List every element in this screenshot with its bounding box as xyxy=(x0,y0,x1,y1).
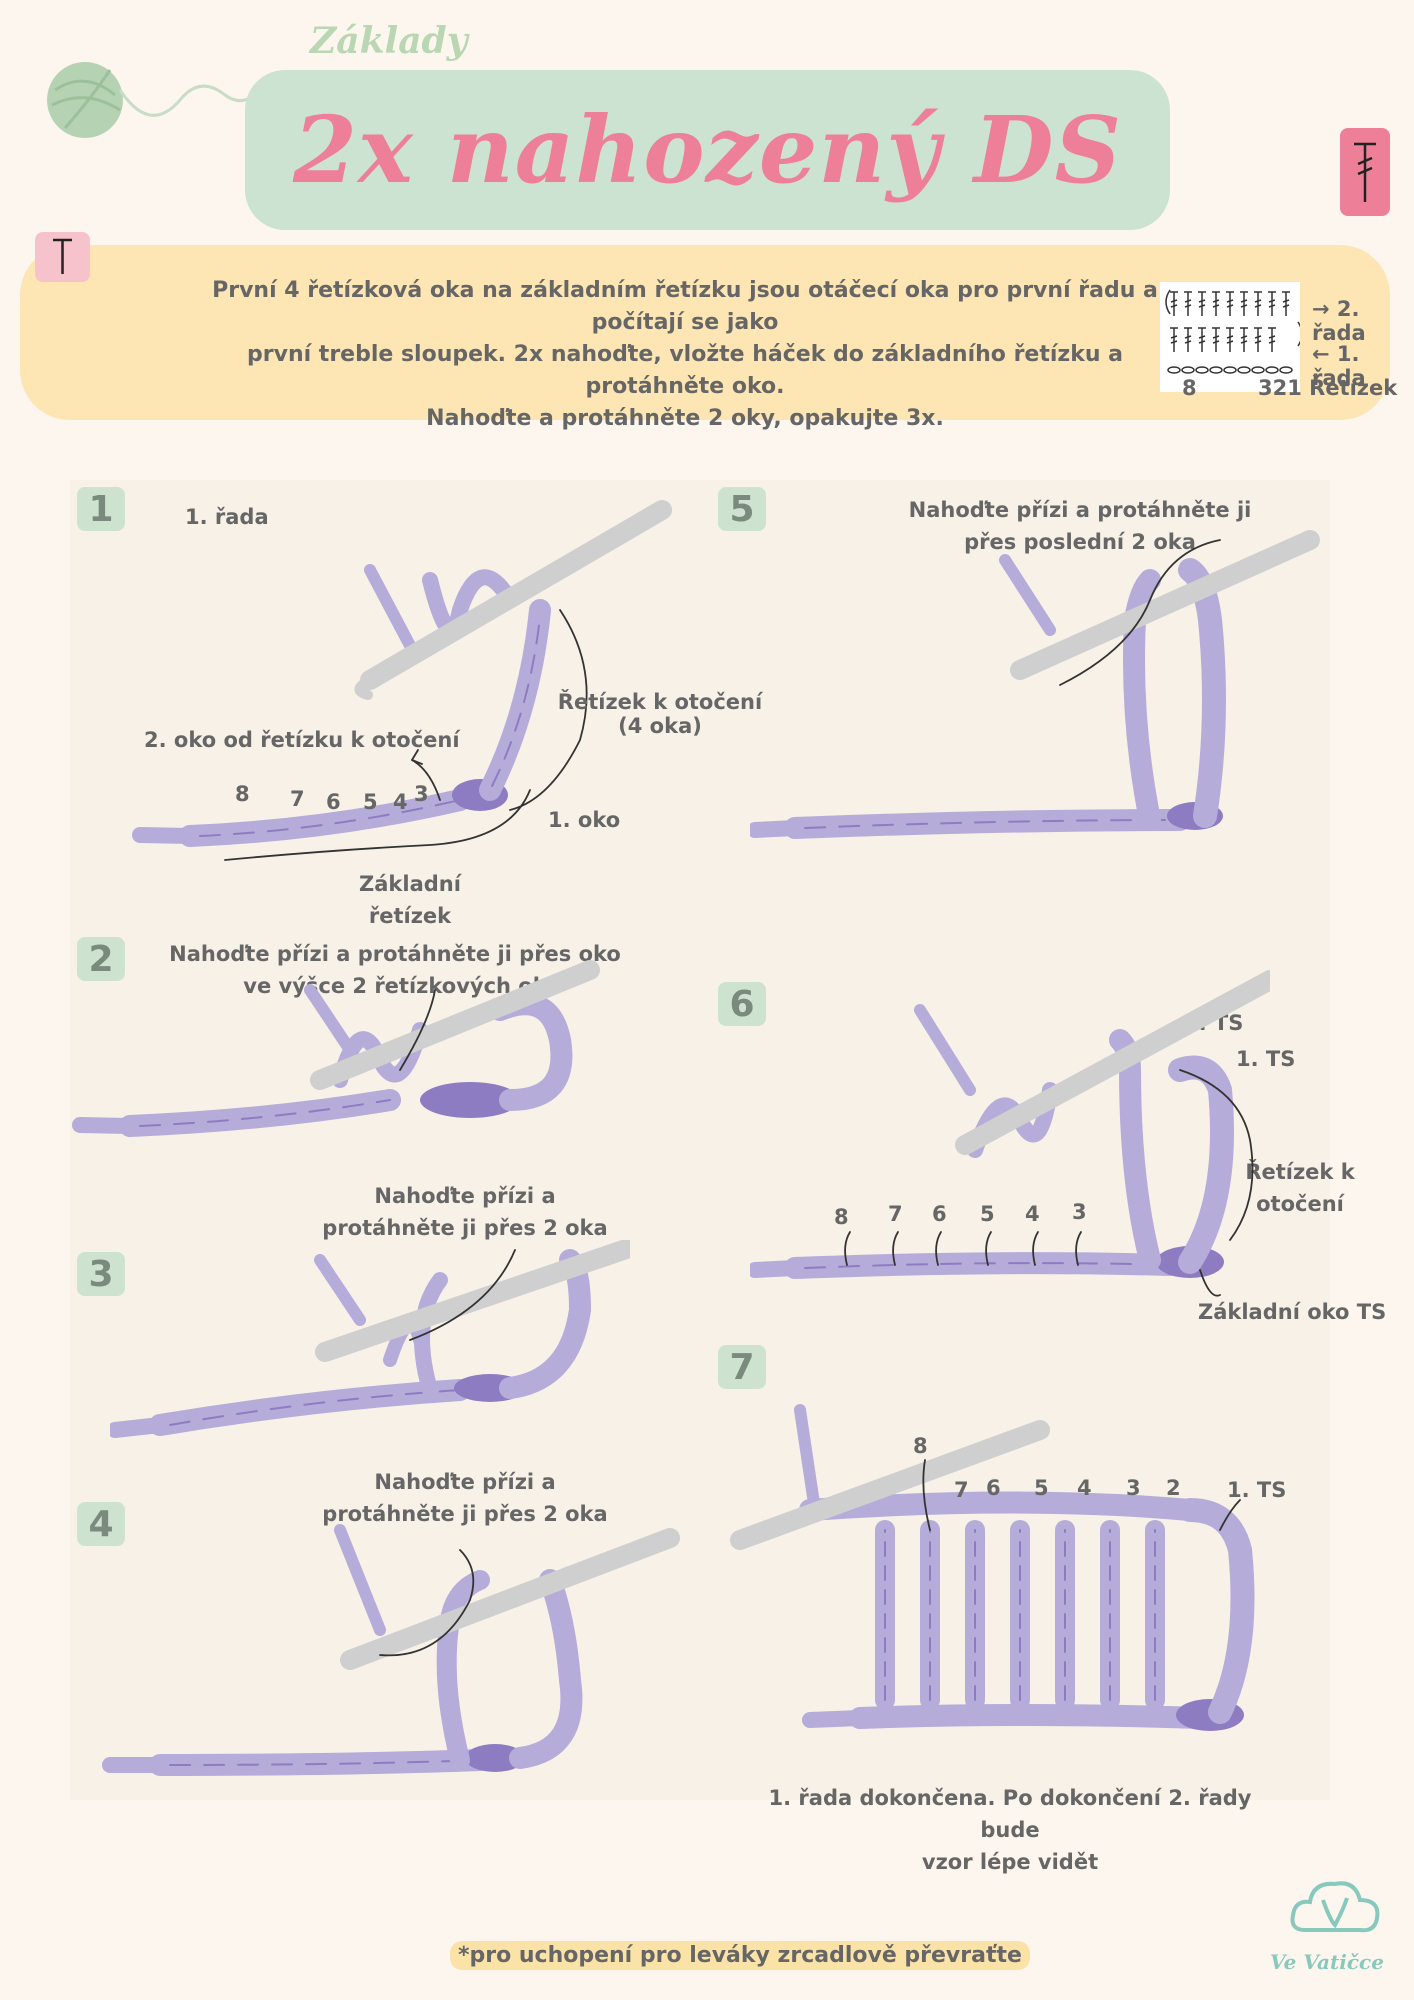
step-2-illustration xyxy=(72,960,600,1137)
step-6-ts1-label: 1. TS xyxy=(1236,1047,1296,1071)
chart-end-label: 321 Řetízek xyxy=(1258,376,1398,400)
step-3-badge: 3 xyxy=(77,1252,125,1296)
step-6-num-3: 3 xyxy=(1072,1200,1087,1224)
brand-logo-icon xyxy=(1290,1881,1380,1933)
treble-symbol-icon xyxy=(53,238,72,274)
treble-symbol-tag xyxy=(1340,128,1390,216)
step-4-instruction: Nahoďte přízi a protáhněte ji přes 2 oka xyxy=(322,1470,608,1526)
step-7-ts1-label: 1. TS xyxy=(1227,1478,1287,1502)
title-banner: 2x nahozený DS xyxy=(245,70,1170,230)
intro-text: První 4 řetízková oka na základním řetíz… xyxy=(212,278,1158,431)
page-title: 2x nahozený DS xyxy=(292,96,1123,204)
step-7-badge: 7 xyxy=(718,1345,766,1389)
step-1-num-4: 4 xyxy=(393,790,408,814)
step-7-caption: 1. řada dokončena. Po dokončení 2. řady … xyxy=(768,1786,1252,1874)
step-6-illustration xyxy=(750,970,1270,1297)
step-6-badge: 6 xyxy=(718,982,766,1026)
step-7-num-2: 2 xyxy=(1166,1476,1181,1500)
step-7-num-7: 7 xyxy=(954,1478,969,1502)
step-1-badge: 1 xyxy=(77,487,125,531)
step-1-num-8: 8 xyxy=(235,782,250,806)
step-6-base-label: Základní oko TS xyxy=(1198,1300,1387,1324)
step-7-illustration xyxy=(730,1404,1255,1731)
step-3-illustration xyxy=(110,1240,630,1438)
step-1-row-label: 1. řada xyxy=(185,505,269,529)
step-2-badge: 2 xyxy=(77,937,125,981)
step-7-num-4: 4 xyxy=(1077,1476,1092,1500)
step-7-num-8: 8 xyxy=(913,1434,928,1458)
step-6-turning-label: Řetízek k otočení xyxy=(1245,1160,1355,1216)
step-1-base-chain-label: Základní řetízek xyxy=(359,872,461,928)
step-1-first-stitch-label: 1. oko xyxy=(548,808,621,832)
stitch-chart xyxy=(1160,282,1300,392)
step-6-num-4: 4 xyxy=(1025,1202,1040,1226)
step-7-num-6: 6 xyxy=(986,1476,1001,1500)
chart-start-label: 8 xyxy=(1182,376,1197,400)
brand-name: Ve Vatičce xyxy=(1270,1950,1384,1974)
step-1-turning-label: Řetízek k otočení (4 oka) xyxy=(557,690,763,738)
double-treble-symbol-icon xyxy=(1354,142,1376,202)
step-6-num-7: 7 xyxy=(888,1202,903,1226)
step-5-illustration xyxy=(750,530,1320,839)
step-1-illustration xyxy=(132,500,672,861)
chart-row2-label: → 2. řada xyxy=(1312,297,1366,345)
chart-row1-label: ← 1. řada xyxy=(1312,342,1366,390)
step-7-num-3: 3 xyxy=(1126,1476,1141,1500)
step-1-num-7: 7 xyxy=(290,787,305,811)
step-6-num-5: 5 xyxy=(980,1202,995,1226)
step-2-instruction: Nahoďte přízi a protáhněte ji přes oko v… xyxy=(169,942,621,998)
step-1-second-stitch-label: 2. oko od řetízku k otočení xyxy=(144,728,460,752)
step-6-num-8: 8 xyxy=(834,1205,849,1229)
footer-note: *pro uchopení pro leváky zrcadlově převr… xyxy=(450,1941,1030,1970)
category-label: Základy xyxy=(310,20,468,62)
step-3-instruction: Nahoďte přízi a protáhněte ji přes 2 oka xyxy=(322,1184,608,1240)
step-4-illustration xyxy=(102,1524,680,1776)
step-1-num-3: 3 xyxy=(414,782,429,806)
stitch-chart-symbols xyxy=(1165,289,1300,374)
symbol-tag xyxy=(35,232,90,282)
step-4-badge: 4 xyxy=(77,1502,125,1546)
step-5-badge: 5 xyxy=(718,487,766,531)
step-5-instruction: Nahoďte přízi a protáhněte ji přes posle… xyxy=(908,498,1252,554)
step-7-num-5: 5 xyxy=(1034,1476,1049,1500)
step-6-num-6: 6 xyxy=(932,1202,947,1226)
step-1-num-5: 5 xyxy=(363,790,378,814)
step-1-num-6: 6 xyxy=(326,790,341,814)
